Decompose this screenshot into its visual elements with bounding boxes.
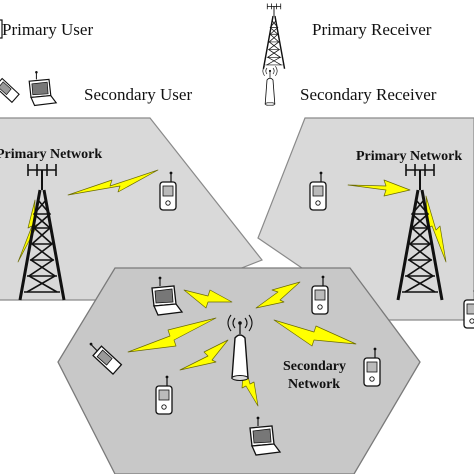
legend-primary-receiver-label: Primary Receiver — [312, 20, 432, 39]
legend-primary-user-icon — [0, 19, 3, 39]
legend-secondary-receiver-icon — [262, 65, 278, 106]
lightning-link-icon — [127, 317, 217, 353]
legend-secondary-user-label: Secondary User — [84, 85, 192, 104]
lightning-link-icon — [255, 281, 301, 309]
legend-primary-user-label: Primary User — [2, 20, 93, 39]
lightning-link-icon — [179, 339, 229, 371]
secondary-network-label-line2: Network — [288, 377, 340, 392]
legend-secondary-receiver-label: Secondary Receiver — [300, 85, 437, 104]
right-primary-network-label: Primary Network — [356, 149, 462, 164]
lightning-link-icon — [67, 169, 159, 196]
lightning-link-icon — [347, 179, 411, 197]
legend-secondary-user-laptop-icon — [28, 70, 57, 107]
legend-primary-receiver-icon — [262, 2, 286, 70]
lightning-link-icon — [273, 319, 357, 347]
left-primary-network-label: Primary Network — [0, 147, 102, 162]
legend-secondary-user-phone-icon — [0, 68, 22, 107]
lightning-link-icon — [183, 289, 233, 309]
secondary-network-label-line1: Secondary — [283, 359, 346, 374]
lightning-links — [17, 169, 447, 407]
